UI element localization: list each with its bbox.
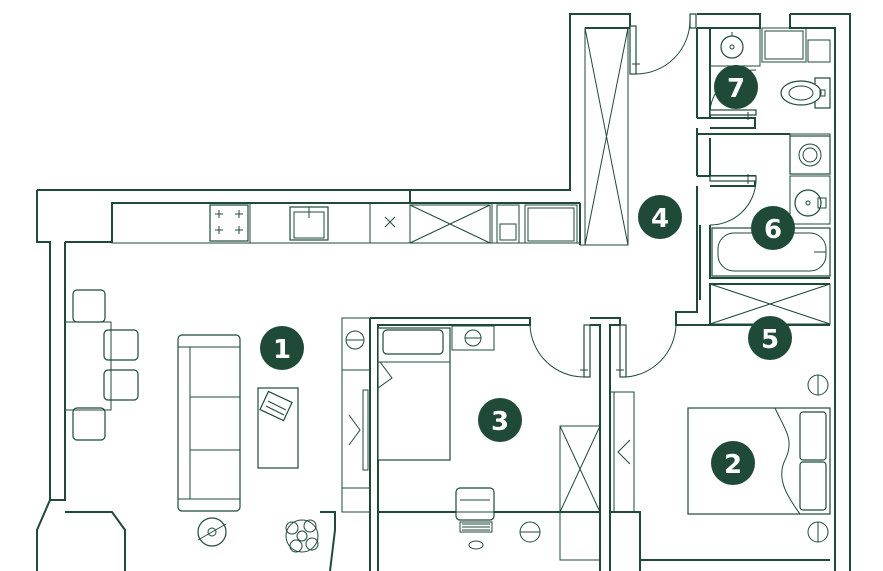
kitchen [209,203,578,244]
room-number: 7 [727,74,745,104]
room-badge-4: 4 [638,195,682,239]
room-number: 3 [491,407,509,437]
toilet-icon [780,77,831,109]
bathroom-furniture [711,135,831,277]
room-number: 5 [761,325,779,355]
room-number: 1 [273,335,291,365]
desk-chair-icon [455,487,495,550]
lamp-icon [197,517,227,547]
room-number: 2 [724,450,742,480]
toilet-furniture [709,27,831,109]
sofa-icon [177,334,241,512]
cooktop-icon [209,204,249,242]
room-badge-2: 2 [711,441,755,485]
living-room-furniture [64,289,371,553]
room-badge-3: 3 [478,398,522,442]
room-badge-6: 6 [751,206,795,250]
study-bedroom-furniture [377,325,601,561]
room-badge-5: 5 [748,316,792,360]
washbasin-icon [720,32,744,59]
room-number: 4 [651,204,669,234]
plant-icon [285,519,319,553]
washing-machine-icon [789,135,831,175]
bed-icon [687,407,831,515]
room-number: 6 [764,215,782,245]
dining-chair-icon [72,289,139,441]
room-badge-7: 7 [714,65,758,109]
doors [529,13,757,378]
bed-icon [377,327,451,461]
room-badge-1: 1 [260,326,304,370]
washbasin-icon [789,175,831,225]
